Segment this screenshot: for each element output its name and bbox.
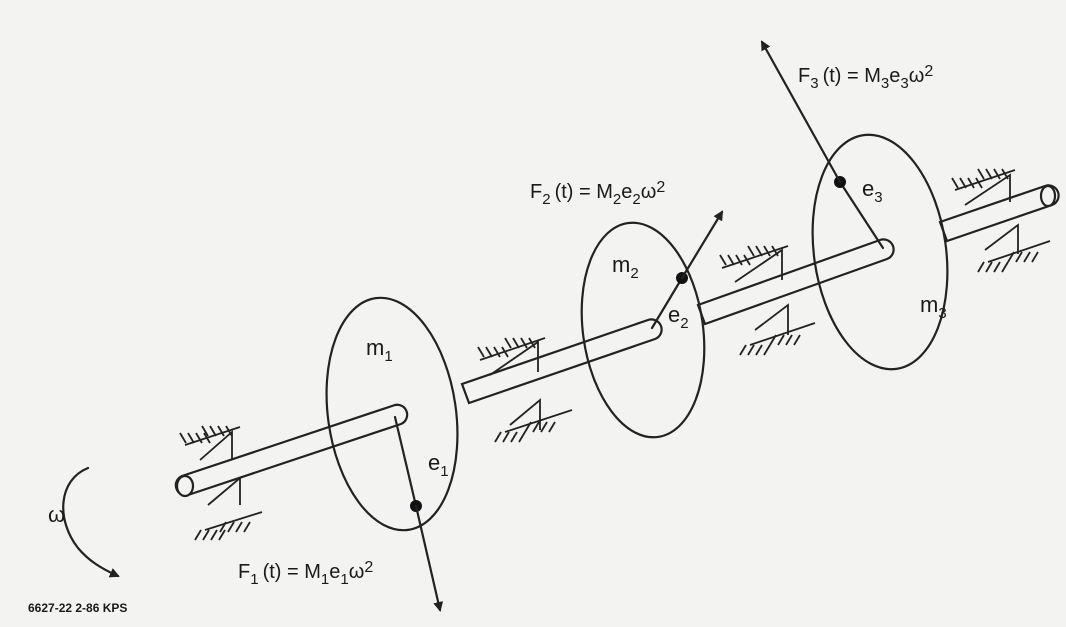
disk-2 xyxy=(580,221,706,439)
omega-label: ω xyxy=(48,502,65,527)
shaft-segment-3 xyxy=(696,238,895,326)
disks xyxy=(325,133,949,532)
disk-1 xyxy=(325,296,459,532)
shaft-end-right xyxy=(1039,184,1057,208)
mass-label-1: m1 xyxy=(366,335,393,365)
force-eq-2: F2(t) = M2e2ω2 xyxy=(530,179,665,208)
shaft-end-left xyxy=(175,474,195,498)
bearings xyxy=(179,168,1051,541)
shaft-segment-1 xyxy=(174,403,409,497)
force-arrow-1 xyxy=(414,504,444,612)
ecc-line-2 xyxy=(650,276,684,330)
force-arrows xyxy=(414,40,842,612)
ecc-label-1: e1 xyxy=(428,450,449,480)
shaft xyxy=(174,184,1060,498)
mass-label-3: m3 xyxy=(920,292,947,322)
force-eq-3: F3(t) = M3e3ω2 xyxy=(798,63,933,92)
force-arrow-2 xyxy=(680,210,724,280)
figure-code: 6627-22 2-86 KPS xyxy=(28,601,127,615)
ecc-label-2: e2 xyxy=(668,302,689,332)
shaft-segment-2 xyxy=(460,318,663,405)
bearing-3 xyxy=(719,245,816,356)
bearing-4 xyxy=(951,168,1051,273)
ecc-line-1 xyxy=(393,415,418,508)
bearing-1 xyxy=(179,425,263,541)
force-eq-1: F1(t) = M1e1ω2 xyxy=(238,559,373,588)
force-arrow-3 xyxy=(760,40,842,184)
mass-label-2: m2 xyxy=(612,252,639,282)
ecc-label-3: e3 xyxy=(862,176,883,206)
rotation-arrow xyxy=(62,466,120,578)
ecc-line-3 xyxy=(838,180,885,250)
bearing-2 xyxy=(477,337,573,443)
disk-3 xyxy=(811,133,949,371)
